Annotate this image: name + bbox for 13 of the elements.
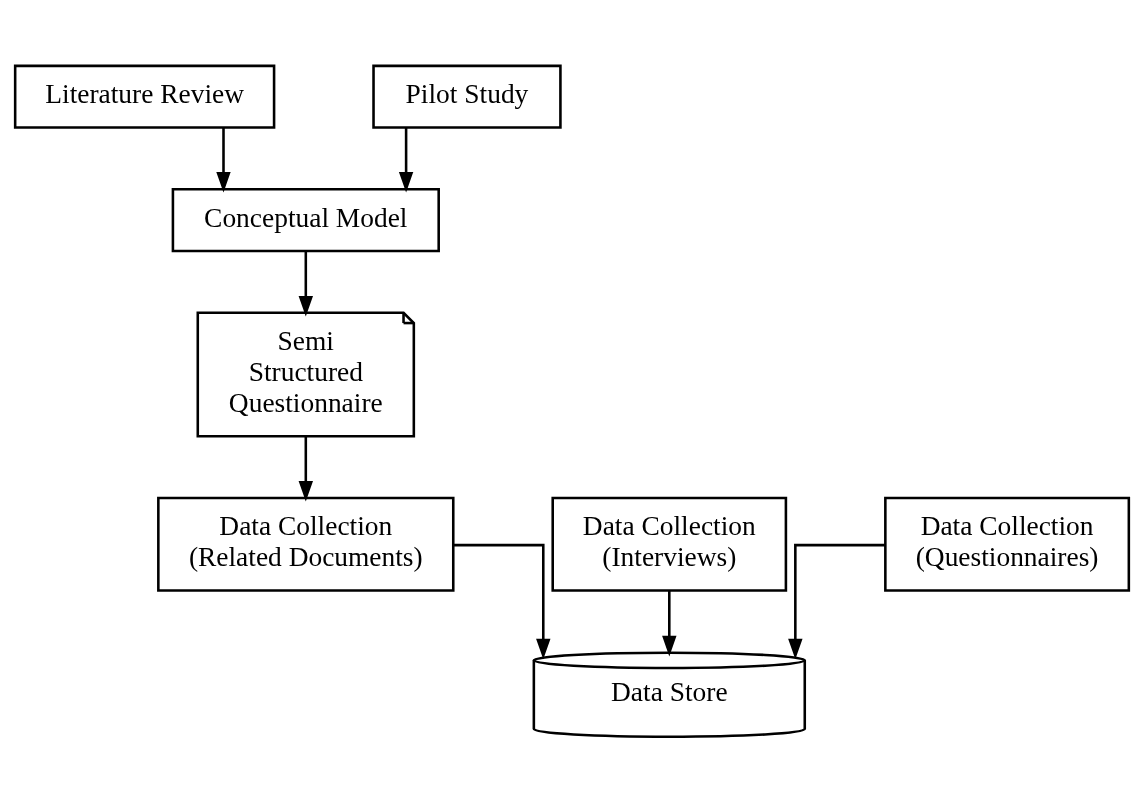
arrow (398, 127, 414, 193)
arrow (298, 251, 313, 317)
arrow (298, 436, 313, 502)
node-box: Conceptual Model (171, 188, 440, 253)
node-box: Data Collection (Questionnaires) (884, 496, 1131, 592)
arrow (788, 543, 886, 660)
node-box: Data Collection (Interviews) (551, 496, 788, 592)
arrow (216, 127, 231, 193)
node-box: Literature Review (13, 64, 276, 129)
arrow (453, 543, 551, 660)
node-box: Pilot Study (372, 64, 562, 129)
node-box: Data Collection (Related Documents) (157, 496, 455, 592)
arrow (662, 591, 677, 657)
